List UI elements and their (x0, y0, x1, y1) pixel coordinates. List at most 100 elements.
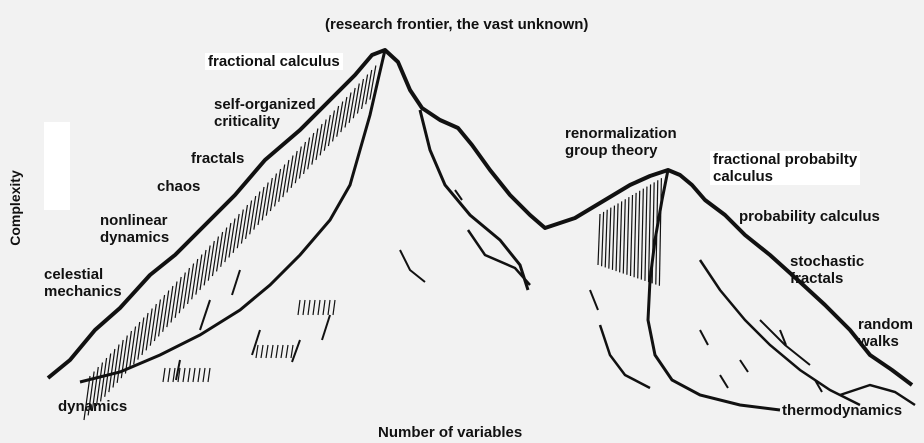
hatch-stroke (659, 178, 661, 286)
hatch-stroke (281, 345, 283, 358)
label-chaos: chaos (157, 178, 200, 195)
label-thermodynamics: thermodynamics (782, 402, 902, 419)
hatch-stroke (623, 199, 625, 273)
hatch-stroke (225, 223, 231, 262)
hatch-stroke (171, 282, 177, 323)
hatch-stroke (609, 208, 611, 269)
hatch-stroke (299, 142, 305, 179)
label-renormalization-group-theory: renormalization group theory (565, 125, 677, 159)
hatch-stroke (246, 201, 252, 239)
hatch-stroke (275, 169, 281, 206)
hatch-stroke (237, 210, 243, 249)
hatch-stroke (117, 340, 123, 383)
hatch-stroke (221, 228, 227, 267)
hatch-stroke (605, 210, 607, 268)
hatch-stroke (198, 368, 200, 382)
label-fractals: fractals (191, 150, 244, 167)
hatch-stroke (261, 345, 263, 358)
hatch-stroke (256, 345, 258, 358)
hatch-stroke (362, 75, 368, 109)
label-fractional-probability-calculus: fractional probabilty calculus (710, 151, 860, 185)
hatch-stroke (266, 345, 268, 358)
hatch-stroke (241, 205, 247, 244)
hatch-stroke (295, 147, 301, 184)
hatch-stroke (286, 345, 288, 358)
hatch-stroke (631, 195, 633, 276)
hatch-stroke (134, 322, 140, 364)
hatch-stroke (154, 300, 160, 342)
hatch-stroke (208, 368, 210, 382)
hatch-stroke (612, 206, 614, 270)
margin-bar (44, 122, 70, 210)
label-probability-calculus: probability calculus (739, 208, 880, 225)
hatch-stroke (113, 345, 119, 388)
hatch-stroke (229, 219, 235, 258)
texture-strokes (176, 190, 822, 392)
hatch-stroke (196, 255, 202, 295)
hatch-stroke (291, 345, 293, 358)
hatch-stroke (266, 178, 272, 216)
hatch-stroke (250, 196, 256, 234)
y-axis-label: Complexity (7, 153, 23, 263)
label-dynamics: dynamics (58, 398, 127, 415)
hatch-stroke (333, 300, 335, 315)
foothill-line (600, 325, 650, 388)
label-fractional-calculus: fractional calculus (205, 53, 343, 70)
hatch-stroke (328, 300, 330, 315)
hatch-stroke (146, 309, 152, 351)
hatch-stroke (168, 368, 170, 382)
hatch-stroke (318, 300, 320, 315)
hatch-stroke (337, 102, 343, 137)
hatch-stroke (188, 264, 194, 304)
shading-hatch (84, 66, 661, 421)
hatch-stroke (150, 304, 156, 346)
label-nonlinear-dynamics: nonlinear dynamics (100, 212, 169, 246)
hatch-stroke (271, 345, 273, 358)
hatch-stroke (130, 327, 136, 369)
hatch-stroke (279, 165, 285, 202)
hatch-stroke (183, 268, 189, 309)
hatch-stroke (316, 124, 322, 160)
hatch-stroke (353, 84, 359, 119)
hatch-stroke (627, 197, 629, 275)
hatch-stroke (159, 295, 165, 336)
hatch-stroke (188, 368, 190, 382)
hatch-stroke (598, 214, 600, 265)
hatch-stroke (312, 129, 318, 165)
hatch-stroke (179, 273, 185, 314)
hatch-stroke (175, 277, 181, 318)
hatch-stroke (620, 201, 622, 272)
hatch-stroke (308, 133, 314, 169)
x-axis-label: Number of variables (378, 424, 522, 441)
hatch-stroke (313, 300, 315, 315)
hatch-stroke (616, 203, 618, 271)
hatch-stroke (324, 115, 330, 151)
hatch-stroke (233, 214, 239, 253)
hatch-stroke (193, 368, 195, 382)
hatch-stroke (298, 300, 300, 315)
hatch-stroke (167, 286, 173, 327)
hatch-stroke (341, 97, 347, 132)
hatch-stroke (602, 212, 604, 266)
hatch-stroke (109, 349, 115, 392)
hatch-stroke (638, 191, 640, 279)
valley-line (420, 110, 528, 290)
label-celestial-mechanics: celestial mechanics (44, 266, 122, 300)
hatch-stroke (304, 138, 310, 174)
hatch-stroke (183, 368, 185, 382)
hatch-stroke (142, 313, 148, 355)
hatch-stroke (163, 291, 169, 332)
label-random-walks: random walks (858, 316, 913, 350)
hatch-stroke (349, 88, 355, 123)
hatch-stroke (287, 156, 293, 193)
label-stochastic-fractals: stochastic fractals (790, 253, 864, 287)
hatch-stroke (258, 187, 264, 225)
label-self-organized-criticality: self-organized criticality (214, 96, 316, 130)
hatch-stroke (200, 250, 206, 290)
title: (research frontier, the vast unknown) (325, 16, 588, 33)
hatch-stroke (262, 183, 268, 221)
hatch-stroke (203, 368, 205, 382)
hatch-stroke (101, 358, 107, 401)
hatch-stroke (192, 259, 198, 299)
